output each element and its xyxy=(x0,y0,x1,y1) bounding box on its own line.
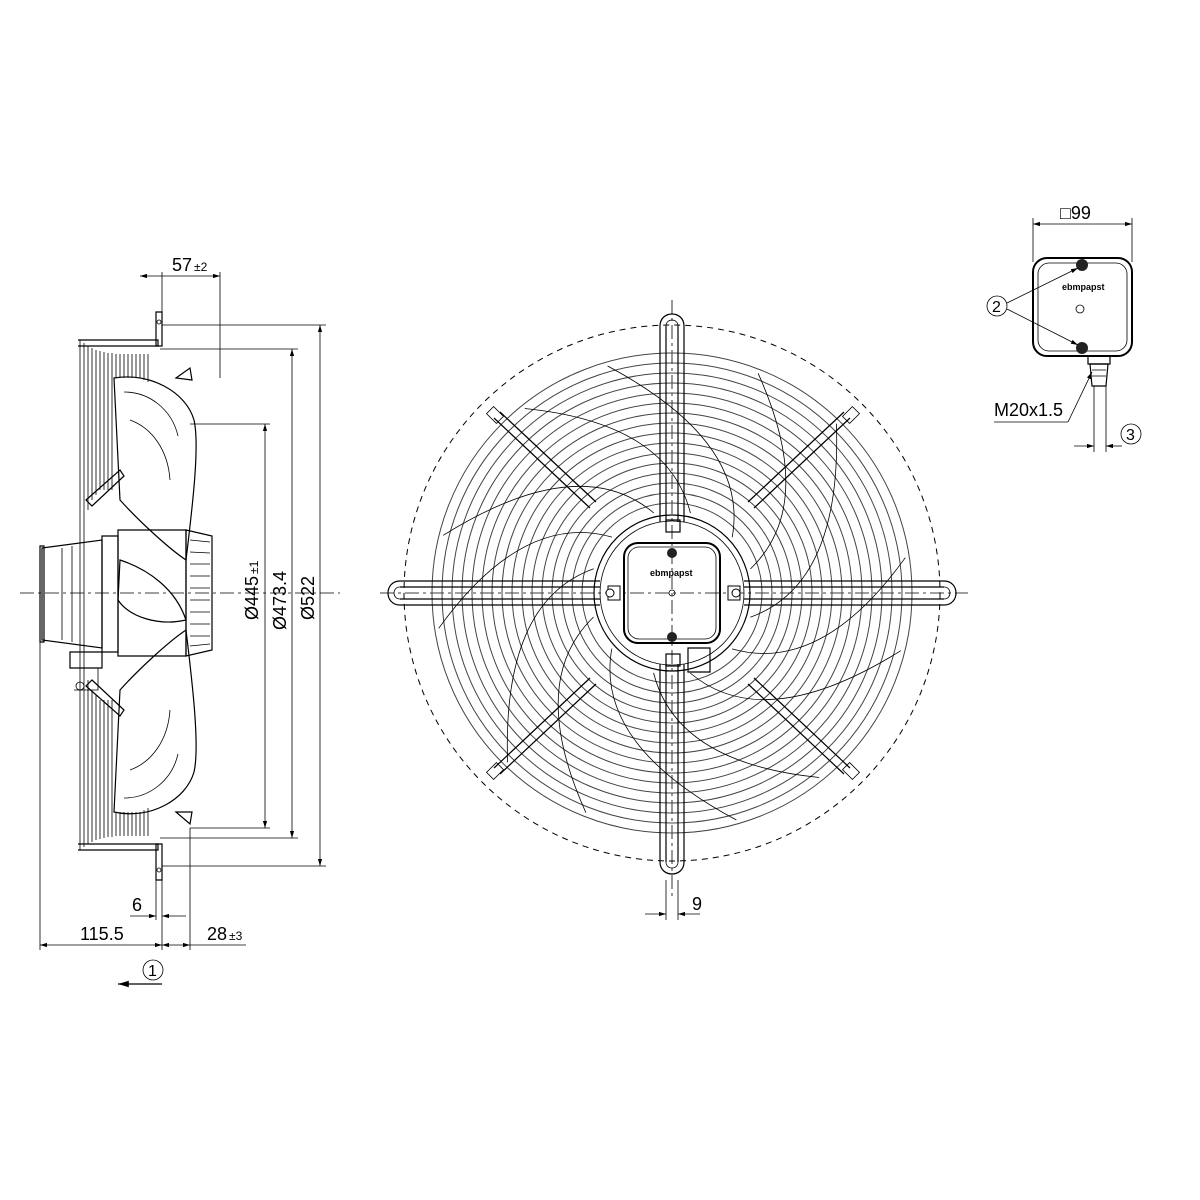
dim-28-value: 28 xyxy=(207,924,227,944)
guard-ring xyxy=(451,372,893,814)
blade-leading-edge xyxy=(607,365,735,538)
side-fan-blades xyxy=(113,366,197,826)
guard-ring xyxy=(511,432,833,754)
blade-trailing-edge xyxy=(524,408,691,514)
terminal-box-detail: ebmpapst □99 2 M20x1.5 3 xyxy=(986,203,1142,452)
blade-trailing-edge xyxy=(750,373,787,570)
dim-473: Ø473.4 xyxy=(270,349,295,838)
dim-9: 9 xyxy=(645,880,702,920)
guard-ring xyxy=(461,382,883,804)
callout-1: 1 xyxy=(118,959,164,988)
dim-57: 57 ±2 xyxy=(140,255,221,378)
blade-trailing-edge xyxy=(557,616,594,813)
front-screw-bottom xyxy=(667,632,677,642)
front-blade-curves xyxy=(438,365,906,821)
dim-445-value: Ø445 xyxy=(242,576,262,620)
front-view: ebmpapst 9 xyxy=(380,300,968,920)
guard-ring xyxy=(441,362,903,824)
front-logo: ebmpapst xyxy=(650,568,693,578)
callout-2-label: 2 xyxy=(992,299,1001,316)
guard-ring xyxy=(491,412,853,774)
dim-115: 115.5 xyxy=(40,924,162,948)
front-terminal-box xyxy=(623,542,721,644)
dim-57-value: 57 xyxy=(172,255,192,275)
front-guard-struts xyxy=(485,405,861,781)
guard-ring xyxy=(561,482,783,704)
side-view: 57 ±2 Ø445 ±1 Ø473.4 Ø522 xyxy=(20,255,340,988)
callout-1-label: 1 xyxy=(148,963,157,980)
dim-115-value: 115.5 xyxy=(80,924,124,944)
guard-ring xyxy=(581,502,763,684)
callout-3: 3 xyxy=(1074,423,1142,449)
front-arms xyxy=(387,313,957,875)
callout-gland: M20x1.5 xyxy=(994,371,1093,423)
front-screw-top xyxy=(667,548,677,558)
side-guard-wires xyxy=(78,311,163,881)
blade-leading-edge xyxy=(442,485,655,536)
dim-6-value: 6 xyxy=(132,895,142,915)
dim-473-value: Ø473.4 xyxy=(270,571,290,630)
guard-ring xyxy=(481,402,863,784)
svg-text:Ø445±1: Ø445 ±1 xyxy=(242,560,262,620)
guard-ring xyxy=(531,452,813,734)
blade-trailing-edge xyxy=(731,557,906,654)
front-hub: ebmpapst xyxy=(593,514,751,673)
dim-445: Ø445 ±1 xyxy=(242,424,268,828)
dim-28: 28 ±3 xyxy=(162,924,246,948)
dim-28-tol: ±3 xyxy=(229,929,243,943)
detail-screw-bottom xyxy=(1076,342,1088,354)
guard-ring xyxy=(571,492,773,694)
side-terminal-box xyxy=(39,469,125,717)
dim-522: Ø522 xyxy=(298,325,323,866)
dim-522-value: Ø522 xyxy=(298,576,318,620)
dim-9-value: 9 xyxy=(692,894,702,914)
blade-trailing-edge xyxy=(653,672,820,778)
detail-screw-top xyxy=(1076,259,1088,271)
dim-445-tol: ±1 xyxy=(247,560,261,574)
dim-57-tol: ±2 xyxy=(194,260,208,274)
callout-2: 2 xyxy=(986,267,1079,346)
guard-ring xyxy=(431,352,913,834)
guard-ring xyxy=(501,422,843,764)
blade-leading-edge xyxy=(689,650,902,701)
dim-box-square: □99 xyxy=(1060,203,1091,223)
blade-trailing-edge xyxy=(438,532,613,629)
guard-ring xyxy=(471,392,873,794)
guard-ring xyxy=(541,462,803,724)
callout-3-label: 3 xyxy=(1126,427,1135,444)
blade-leading-edge xyxy=(609,648,737,821)
blade-leading-edge xyxy=(506,568,594,763)
dim-cable-gland: M20x1.5 xyxy=(994,400,1063,420)
dim-6: 6 xyxy=(130,895,186,919)
blade-leading-edge xyxy=(750,423,838,618)
guard-ring xyxy=(521,442,823,744)
detail-logo: ebmpapst xyxy=(1062,282,1105,292)
